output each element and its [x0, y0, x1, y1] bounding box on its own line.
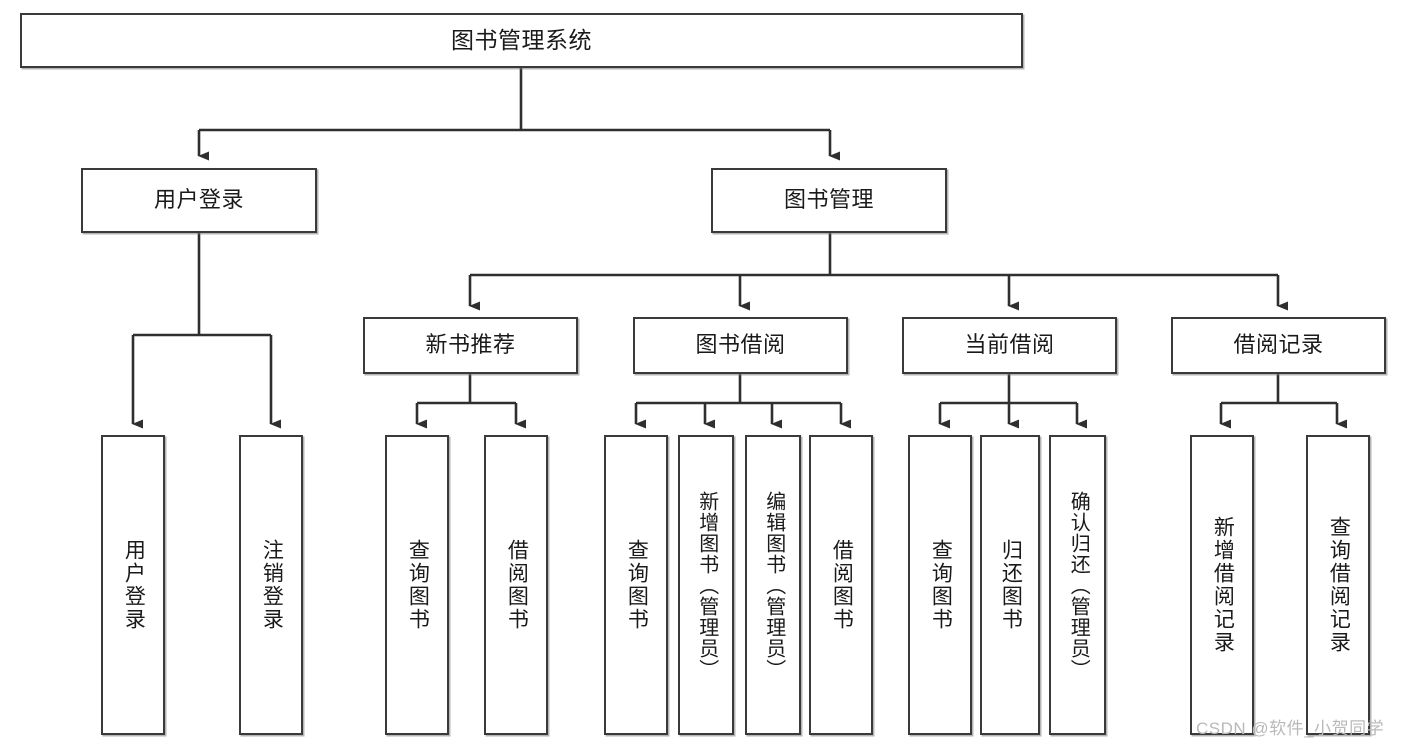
leaf-current-return-book[interactable]: 归还图书 — [980, 435, 1040, 735]
node-label: 借阅图书 — [830, 539, 854, 631]
node-label: 新增图书（管理员） — [695, 490, 718, 680]
node-label: 用户登录 — [153, 187, 244, 213]
node-label: 注销登录 — [260, 539, 284, 631]
leaf-borrow-borrow-book[interactable]: 借阅图书 — [809, 435, 873, 735]
node-label: 借阅图书 — [505, 539, 529, 631]
node-label: 查询图书 — [625, 539, 649, 631]
node-label: 查询图书 — [406, 539, 430, 631]
leaf-borrow-query-book[interactable]: 查询图书 — [604, 435, 668, 735]
node-current-borrow[interactable]: 当前借阅 — [902, 317, 1117, 374]
node-label: 图书借阅 — [695, 332, 786, 358]
node-label: 新增借阅记录 — [1211, 516, 1235, 654]
node-borrow-records[interactable]: 借阅记录 — [1171, 317, 1386, 374]
leaf-user-login[interactable]: 用户登录 — [101, 435, 165, 735]
node-book-management[interactable]: 图书管理 — [711, 168, 947, 233]
node-label: 查询图书 — [929, 539, 953, 631]
leaf-logout[interactable]: 注销登录 — [239, 435, 303, 735]
leaf-current-confirm-return-admin[interactable]: 确认归还（管理员） — [1049, 435, 1106, 735]
node-label: 用户登录 — [122, 539, 146, 631]
node-label: 新书推荐 — [425, 332, 516, 358]
leaf-records-query-record[interactable]: 查询借阅记录 — [1306, 435, 1370, 735]
node-book-borrow[interactable]: 图书借阅 — [633, 317, 848, 374]
node-label: 图书管理系统 — [451, 26, 592, 53]
leaf-newbook-query-book[interactable]: 查询图书 — [385, 435, 449, 735]
node-root-system[interactable]: 图书管理系统 — [20, 13, 1023, 68]
node-label: 当前借阅 — [964, 332, 1055, 358]
leaf-borrow-add-book-admin[interactable]: 新增图书（管理员） — [678, 435, 734, 735]
node-label: 确认归还（管理员） — [1067, 490, 1090, 680]
node-label: 图书管理 — [783, 187, 874, 213]
leaf-borrow-edit-book-admin[interactable]: 编辑图书（管理员） — [745, 435, 801, 735]
leaf-current-query-book[interactable]: 查询图书 — [908, 435, 972, 735]
node-label: 归还图书 — [999, 539, 1023, 631]
csdn-watermark: CSDN @软件_小贺同学 — [1196, 719, 1385, 738]
leaf-newbook-borrow-book[interactable]: 借阅图书 — [484, 435, 548, 735]
node-user-login[interactable]: 用户登录 — [81, 168, 317, 233]
node-label: 借阅记录 — [1233, 332, 1324, 358]
node-label: 编辑图书（管理员） — [762, 490, 785, 680]
node-new-book-recommend[interactable]: 新书推荐 — [363, 317, 578, 374]
node-label: 查询借阅记录 — [1327, 516, 1351, 654]
leaf-records-add-record[interactable]: 新增借阅记录 — [1190, 435, 1254, 735]
